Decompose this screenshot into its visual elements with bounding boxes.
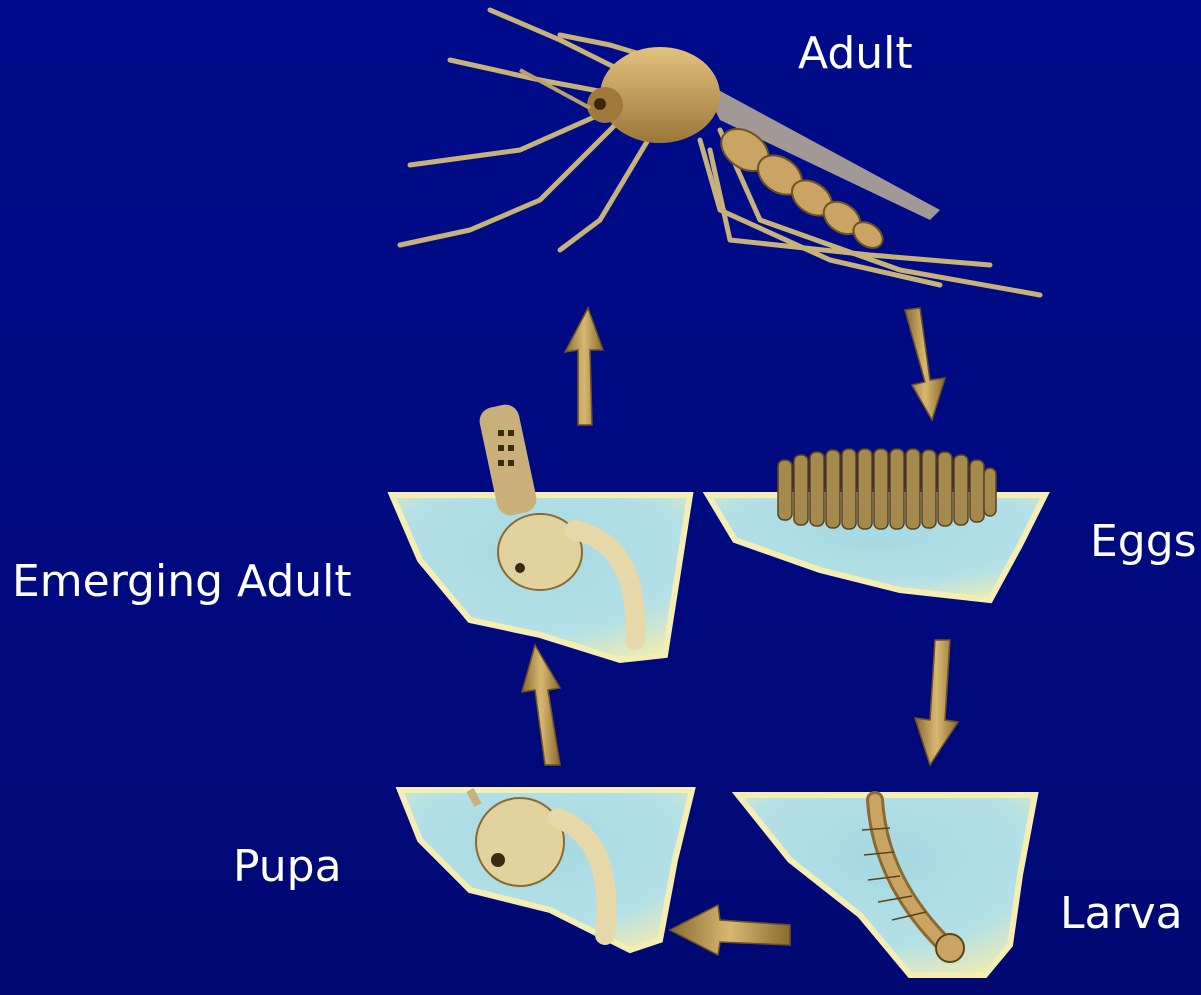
pupa-illustration: [400, 790, 692, 950]
arrow-emerging-to-adult: [565, 308, 603, 425]
arrow-eggs-to-larva: [915, 640, 958, 765]
arrow-adult-to-eggs: [905, 308, 945, 420]
arrow-pupa-to-emerging: [522, 645, 560, 765]
eggs-illustration: [708, 449, 1045, 600]
label-eggs: Eggs: [1090, 520, 1197, 564]
arrow-larva-to-pupa: [670, 905, 790, 955]
adult-mosquito-illustration: [400, 10, 1040, 295]
label-emerging-adult: Emerging Adult: [12, 560, 352, 604]
label-adult: Adult: [798, 32, 913, 76]
label-pupa: Pupa: [233, 845, 342, 889]
emerging-adult-illustration: [392, 402, 690, 660]
larva-illustration: [738, 795, 1035, 975]
label-larva: Larva: [1060, 892, 1183, 936]
